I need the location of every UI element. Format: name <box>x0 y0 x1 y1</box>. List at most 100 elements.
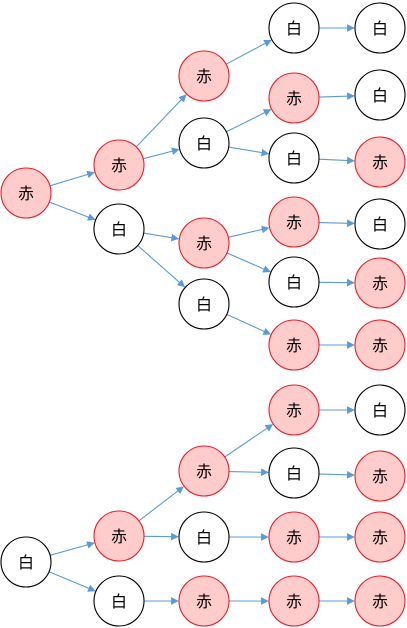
node-white-t0-1: 白 <box>93 203 145 255</box>
node-red-t1-0: 赤 <box>93 510 145 562</box>
node-circle <box>354 575 406 627</box>
node-white-t0-1-0-1: 白 <box>268 256 320 308</box>
arrow-t1-0-0-to-t1-0-0-0 <box>224 424 274 458</box>
node-circle <box>268 256 320 308</box>
arrow-t0-1-0-to-t0-1-0-1 <box>226 252 271 273</box>
node-label: 白 <box>196 295 212 314</box>
node-circle <box>93 575 145 627</box>
node-red-t1-0-0-0: 赤 <box>268 384 320 436</box>
arrow-t0-0-1-to-t0-0-1-0 <box>226 109 272 133</box>
node-label: 赤 <box>372 274 388 293</box>
node-label: 白 <box>286 19 302 38</box>
arrow-t0-1-to-t0-1-1 <box>137 245 186 288</box>
node-circle <box>268 511 320 563</box>
node-label: 赤 <box>372 467 388 486</box>
node-red-t0-1-1-0: 赤 <box>268 319 320 371</box>
node-label: 白 <box>372 215 388 234</box>
node-label: 赤 <box>196 234 212 253</box>
node-white-t0-0-0-0: 白 <box>268 2 320 54</box>
node-circle <box>268 384 320 436</box>
node-circle <box>354 69 406 121</box>
node-white-t0-0-1-0-0: 白 <box>354 69 406 121</box>
node-circle <box>268 575 320 627</box>
node-label: 白 <box>286 464 302 483</box>
arrow-t0-0-1-0-to-t0-0-1-0-0 <box>318 92 355 100</box>
node-circle <box>93 203 145 255</box>
node-label: 赤 <box>196 67 212 86</box>
node-red-t1-0-1-0: 赤 <box>268 511 320 563</box>
node-white-t1: 白 <box>0 536 52 588</box>
arrow-t1-0-0-to-t1-0-0-1 <box>228 468 269 477</box>
node-red-t0-1-0-0: 赤 <box>268 196 320 248</box>
node-label: 赤 <box>196 462 212 481</box>
node-white-t1-0-0-0-0: 白 <box>354 384 406 436</box>
arrow-t0-1-to-t0-1-0 <box>143 232 180 242</box>
node-label: 赤 <box>372 336 388 355</box>
node-label: 赤 <box>286 213 302 232</box>
node-red-t0-1-0: 赤 <box>178 217 230 269</box>
arrow-t0-1-0-0-to-t0-1-0-0-0 <box>318 219 355 228</box>
node-white-t0-0-0-0-0: 白 <box>354 2 406 54</box>
node-circle <box>354 257 406 309</box>
node-circle <box>354 198 406 250</box>
node-red-t0: 赤 <box>0 167 52 219</box>
node-label: 赤 <box>286 336 302 355</box>
arrow-t1-0-0-1-to-t1-0-0-1-0 <box>318 471 355 479</box>
arrow-t0-0-1-1-to-t0-0-1-1-0 <box>318 156 355 165</box>
node-circle <box>0 536 52 588</box>
arrow-t0-1-1-to-t0-1-1-0 <box>226 313 272 335</box>
node-label: 白 <box>111 592 127 611</box>
node-circle <box>0 167 52 219</box>
node-label: 白 <box>196 528 212 547</box>
node-circle <box>354 2 406 54</box>
node-label: 白 <box>18 553 34 572</box>
node-label: 白 <box>286 149 302 168</box>
node-circle <box>354 450 406 502</box>
node-circle <box>178 50 230 102</box>
node-red-t0-1-1-0-0: 赤 <box>354 319 406 371</box>
node-label: 赤 <box>286 401 302 420</box>
node-circle <box>268 319 320 371</box>
node-red-t0-0-1-0: 赤 <box>268 72 320 124</box>
node-circle <box>178 445 230 497</box>
node-circle <box>178 217 230 269</box>
node-circle <box>354 511 406 563</box>
node-label: 白 <box>286 273 302 292</box>
node-white-t0-1-0-0-0: 白 <box>354 198 406 250</box>
node-circle <box>178 278 230 330</box>
arrow-t0-1-0-to-t0-1-0-0 <box>228 225 270 238</box>
node-label: 白 <box>372 86 388 105</box>
arrow-t0-0-to-t0-0-0 <box>135 94 187 148</box>
node-label: 赤 <box>111 156 127 175</box>
arrow-t1-to-t1-1 <box>48 571 96 592</box>
node-label: 赤 <box>196 592 212 611</box>
arrow-t0-0-to-t0-0-1 <box>143 147 180 160</box>
node-label: 赤 <box>286 592 302 611</box>
node-label: 赤 <box>372 153 388 172</box>
arrow-t0-to-t0-1 <box>49 201 96 221</box>
node-red-t1-0-0: 赤 <box>178 445 230 497</box>
node-label: 赤 <box>286 89 302 108</box>
node-white-t0-1-1: 白 <box>178 278 230 330</box>
node-circle <box>354 384 406 436</box>
node-label: 赤 <box>286 528 302 547</box>
node-circle <box>354 136 406 188</box>
node-circle <box>268 196 320 248</box>
node-circle <box>178 117 230 169</box>
arrow-t0-0-0-to-t0-0-0-0 <box>225 39 272 65</box>
node-red-t1-0-1-0-0: 赤 <box>354 511 406 563</box>
node-label: 白 <box>111 220 127 239</box>
node-red-t0-0-1-1-0: 赤 <box>354 136 406 188</box>
node-label: 赤 <box>372 528 388 547</box>
node-circle <box>268 447 320 499</box>
node-white-t0-0-1-1: 白 <box>268 132 320 184</box>
node-red-t1-1-0-0-0: 赤 <box>354 575 406 627</box>
node-label: 白 <box>196 134 212 153</box>
node-label: 赤 <box>111 527 127 546</box>
node-red-t0-0-0: 赤 <box>178 50 230 102</box>
arrow-t1-to-t1-0 <box>49 541 95 556</box>
node-red-t1-1-0: 赤 <box>178 575 230 627</box>
node-label: 赤 <box>372 592 388 611</box>
node-circle <box>268 132 320 184</box>
